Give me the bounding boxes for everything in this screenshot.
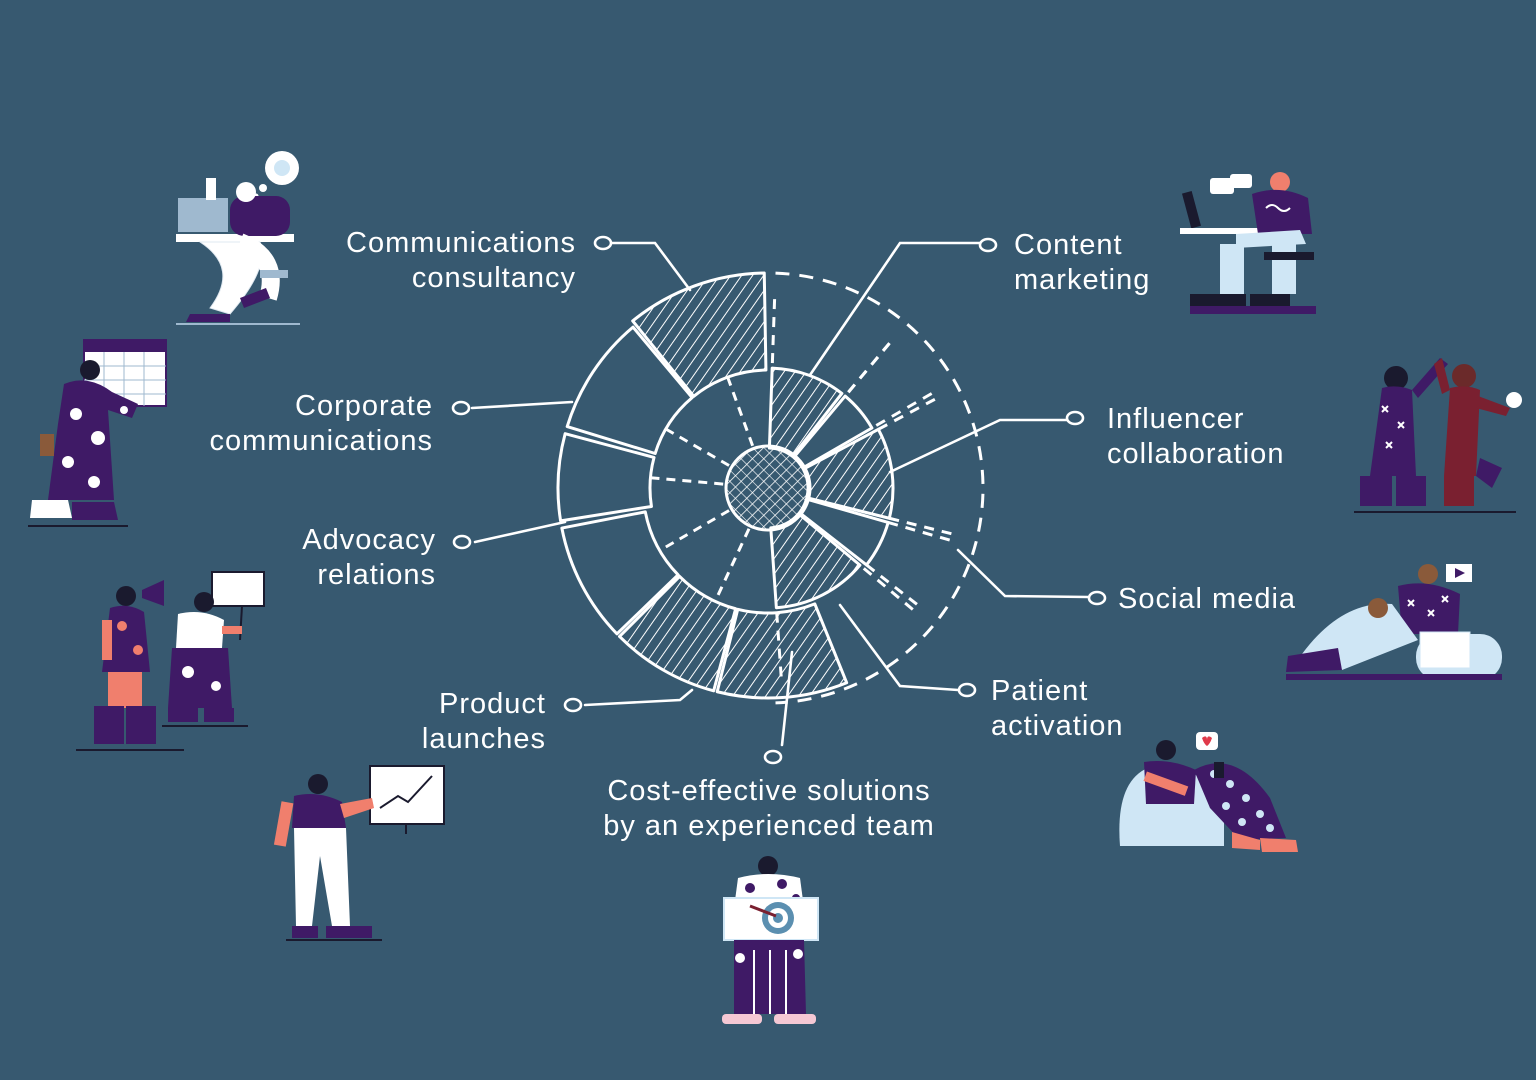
illustration-person-presenting-chart bbox=[273, 765, 445, 941]
connector-end bbox=[957, 682, 977, 698]
connector-line bbox=[780, 650, 794, 747]
label-advocacy-relations: Advocacy relations bbox=[302, 524, 436, 591]
label-influencer-collaboration: Influencer collaboration bbox=[1107, 403, 1285, 470]
connector-line bbox=[838, 603, 960, 692]
connector-line bbox=[473, 520, 567, 544]
illustration-two-people-high-five bbox=[1354, 358, 1522, 513]
connector-line bbox=[808, 241, 982, 377]
wheel-center bbox=[724, 444, 812, 532]
wheel-spoke bbox=[650, 476, 724, 486]
wheel-segment-outer bbox=[618, 574, 738, 693]
label-patient-activation: Patient activation bbox=[991, 675, 1124, 742]
wheel-dashed-divider bbox=[887, 521, 952, 542]
connector-line bbox=[610, 241, 692, 292]
wheel-segment-outer bbox=[631, 271, 768, 398]
illustration-person-with-calendar bbox=[28, 339, 167, 527]
label-communications-consultancy: Communications consultancy bbox=[346, 227, 576, 294]
connector-line bbox=[583, 688, 694, 707]
wheel-dashed-divider bbox=[862, 567, 915, 612]
connector-end bbox=[763, 749, 783, 765]
wheel-dashed-divider bbox=[847, 341, 892, 394]
connector-line bbox=[470, 400, 574, 410]
wheel-dashed-divider bbox=[888, 516, 953, 536]
wheel-segment-outer bbox=[715, 602, 849, 700]
connector-end bbox=[1065, 410, 1085, 426]
connector-end bbox=[978, 237, 998, 253]
wheel-segment-outer bbox=[560, 510, 680, 636]
wheel-segment-outer bbox=[556, 432, 656, 523]
illustration-person-at-desk-thinking bbox=[176, 151, 300, 325]
wheel-spoke bbox=[716, 528, 751, 596]
illustration-person-at-laptop-chatting bbox=[1180, 172, 1316, 314]
wheel-spoke bbox=[665, 509, 730, 549]
connector-end bbox=[563, 697, 583, 713]
wheel-spoke bbox=[726, 376, 755, 447]
wheel-spoke bbox=[665, 427, 730, 467]
label-product-launches: Product launches bbox=[421, 688, 546, 755]
connector-end bbox=[452, 534, 472, 550]
connector-line bbox=[888, 418, 1068, 474]
label-center-cost-effective: Cost-effective solutions by an experienc… bbox=[603, 775, 935, 842]
wheel-dashed-divider bbox=[770, 298, 777, 364]
connector-end bbox=[593, 235, 613, 251]
wheel-dashed-divider bbox=[775, 612, 783, 678]
connector-end bbox=[451, 400, 471, 416]
connector-end bbox=[1087, 590, 1107, 606]
wheel-segment-outer bbox=[565, 325, 694, 455]
illustration-people-with-megaphone-and-sign bbox=[76, 571, 265, 751]
label-social-media: Social media bbox=[1118, 583, 1297, 615]
label-content-marketing: Content marketing bbox=[1014, 229, 1151, 296]
wheel-dashed-divider bbox=[865, 563, 919, 607]
wheel-dashed-ring bbox=[775, 271, 985, 705]
wheel-dashed-divider bbox=[875, 391, 934, 427]
connector-line bbox=[956, 548, 1090, 599]
wheel-dashed-divider bbox=[877, 397, 937, 431]
illustration-person-holding-target-sign bbox=[722, 856, 819, 1024]
label-corporate-communications: Corporate communications bbox=[209, 390, 433, 457]
illustration-person-on-beanbag-with-phone bbox=[1119, 732, 1298, 852]
illustration-person-reclining-with-laptop bbox=[1286, 564, 1502, 680]
